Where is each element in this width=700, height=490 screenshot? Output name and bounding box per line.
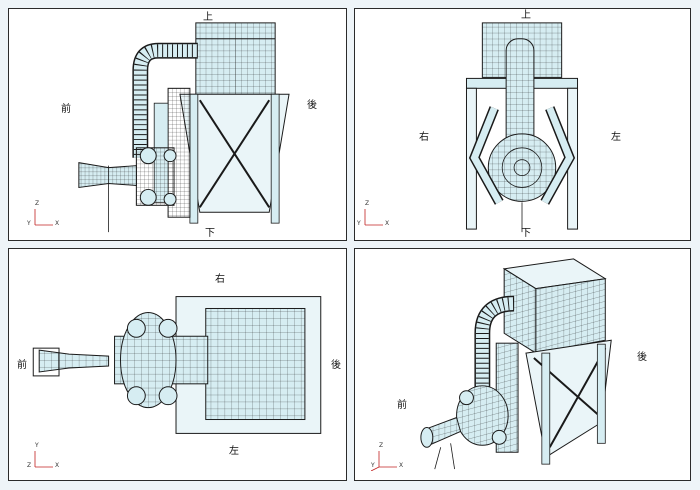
side-label-right: 後 <box>307 100 317 111</box>
end-axis-3: X <box>385 220 390 227</box>
axis-triad-icon <box>371 451 397 471</box>
plan-axis-1: Y <box>35 442 39 449</box>
side-axis-1: Z <box>35 200 40 207</box>
iso-view-drawing <box>420 258 612 470</box>
side-label-top: 上 <box>203 12 213 23</box>
plan-axis-3: X <box>55 462 60 469</box>
side-view-drawing <box>78 22 290 233</box>
iso-label-right: 後 <box>637 352 647 363</box>
iso-axis-3: X <box>399 462 404 469</box>
axis-triad-icon <box>34 209 53 226</box>
plan-view-drawing <box>32 296 322 434</box>
end-axis-triad: Z Y X <box>357 199 393 229</box>
viewport-end-view[interactable]: 上 下 右 左 Z Y X <box>354 8 691 241</box>
axis-triad-icon <box>364 209 383 226</box>
end-view-drawing <box>465 22 579 233</box>
end-label-top: 上 <box>521 10 531 21</box>
viewport-plan-view[interactable]: 右 左 前 後 Y Z X <box>8 248 347 481</box>
end-axis-2: Y <box>357 220 361 227</box>
end-label-right: 左 <box>611 132 621 143</box>
plan-axis-2: Z <box>27 462 32 469</box>
side-axis-2: Y <box>27 220 31 227</box>
side-axis-3: X <box>55 220 60 227</box>
axis-triad-icon <box>34 451 53 468</box>
iso-axis-2: Y <box>371 462 375 469</box>
side-axis-triad: Z Y X <box>27 199 63 229</box>
plan-label-top: 右 <box>215 274 225 285</box>
iso-axis-triad: Z Y X <box>371 441 407 471</box>
plan-axis-triad: Y Z X <box>27 441 63 471</box>
end-axis-1: Z <box>365 200 370 207</box>
end-label-left: 右 <box>419 132 429 143</box>
plan-label-left: 前 <box>17 360 27 371</box>
viewport-side-view[interactable]: 上 下 前 後 Z Y X <box>8 8 347 241</box>
plan-label-right: 後 <box>331 360 341 371</box>
viewport-iso-view[interactable]: 前 後 Z Y X <box>354 248 691 481</box>
side-label-bottom: 下 <box>205 228 215 239</box>
side-label-left: 前 <box>61 104 71 115</box>
plan-label-bottom: 左 <box>229 446 239 457</box>
iso-axis-1: Z <box>379 442 384 449</box>
end-label-bottom: 下 <box>521 228 531 239</box>
iso-label-left: 前 <box>397 400 407 411</box>
